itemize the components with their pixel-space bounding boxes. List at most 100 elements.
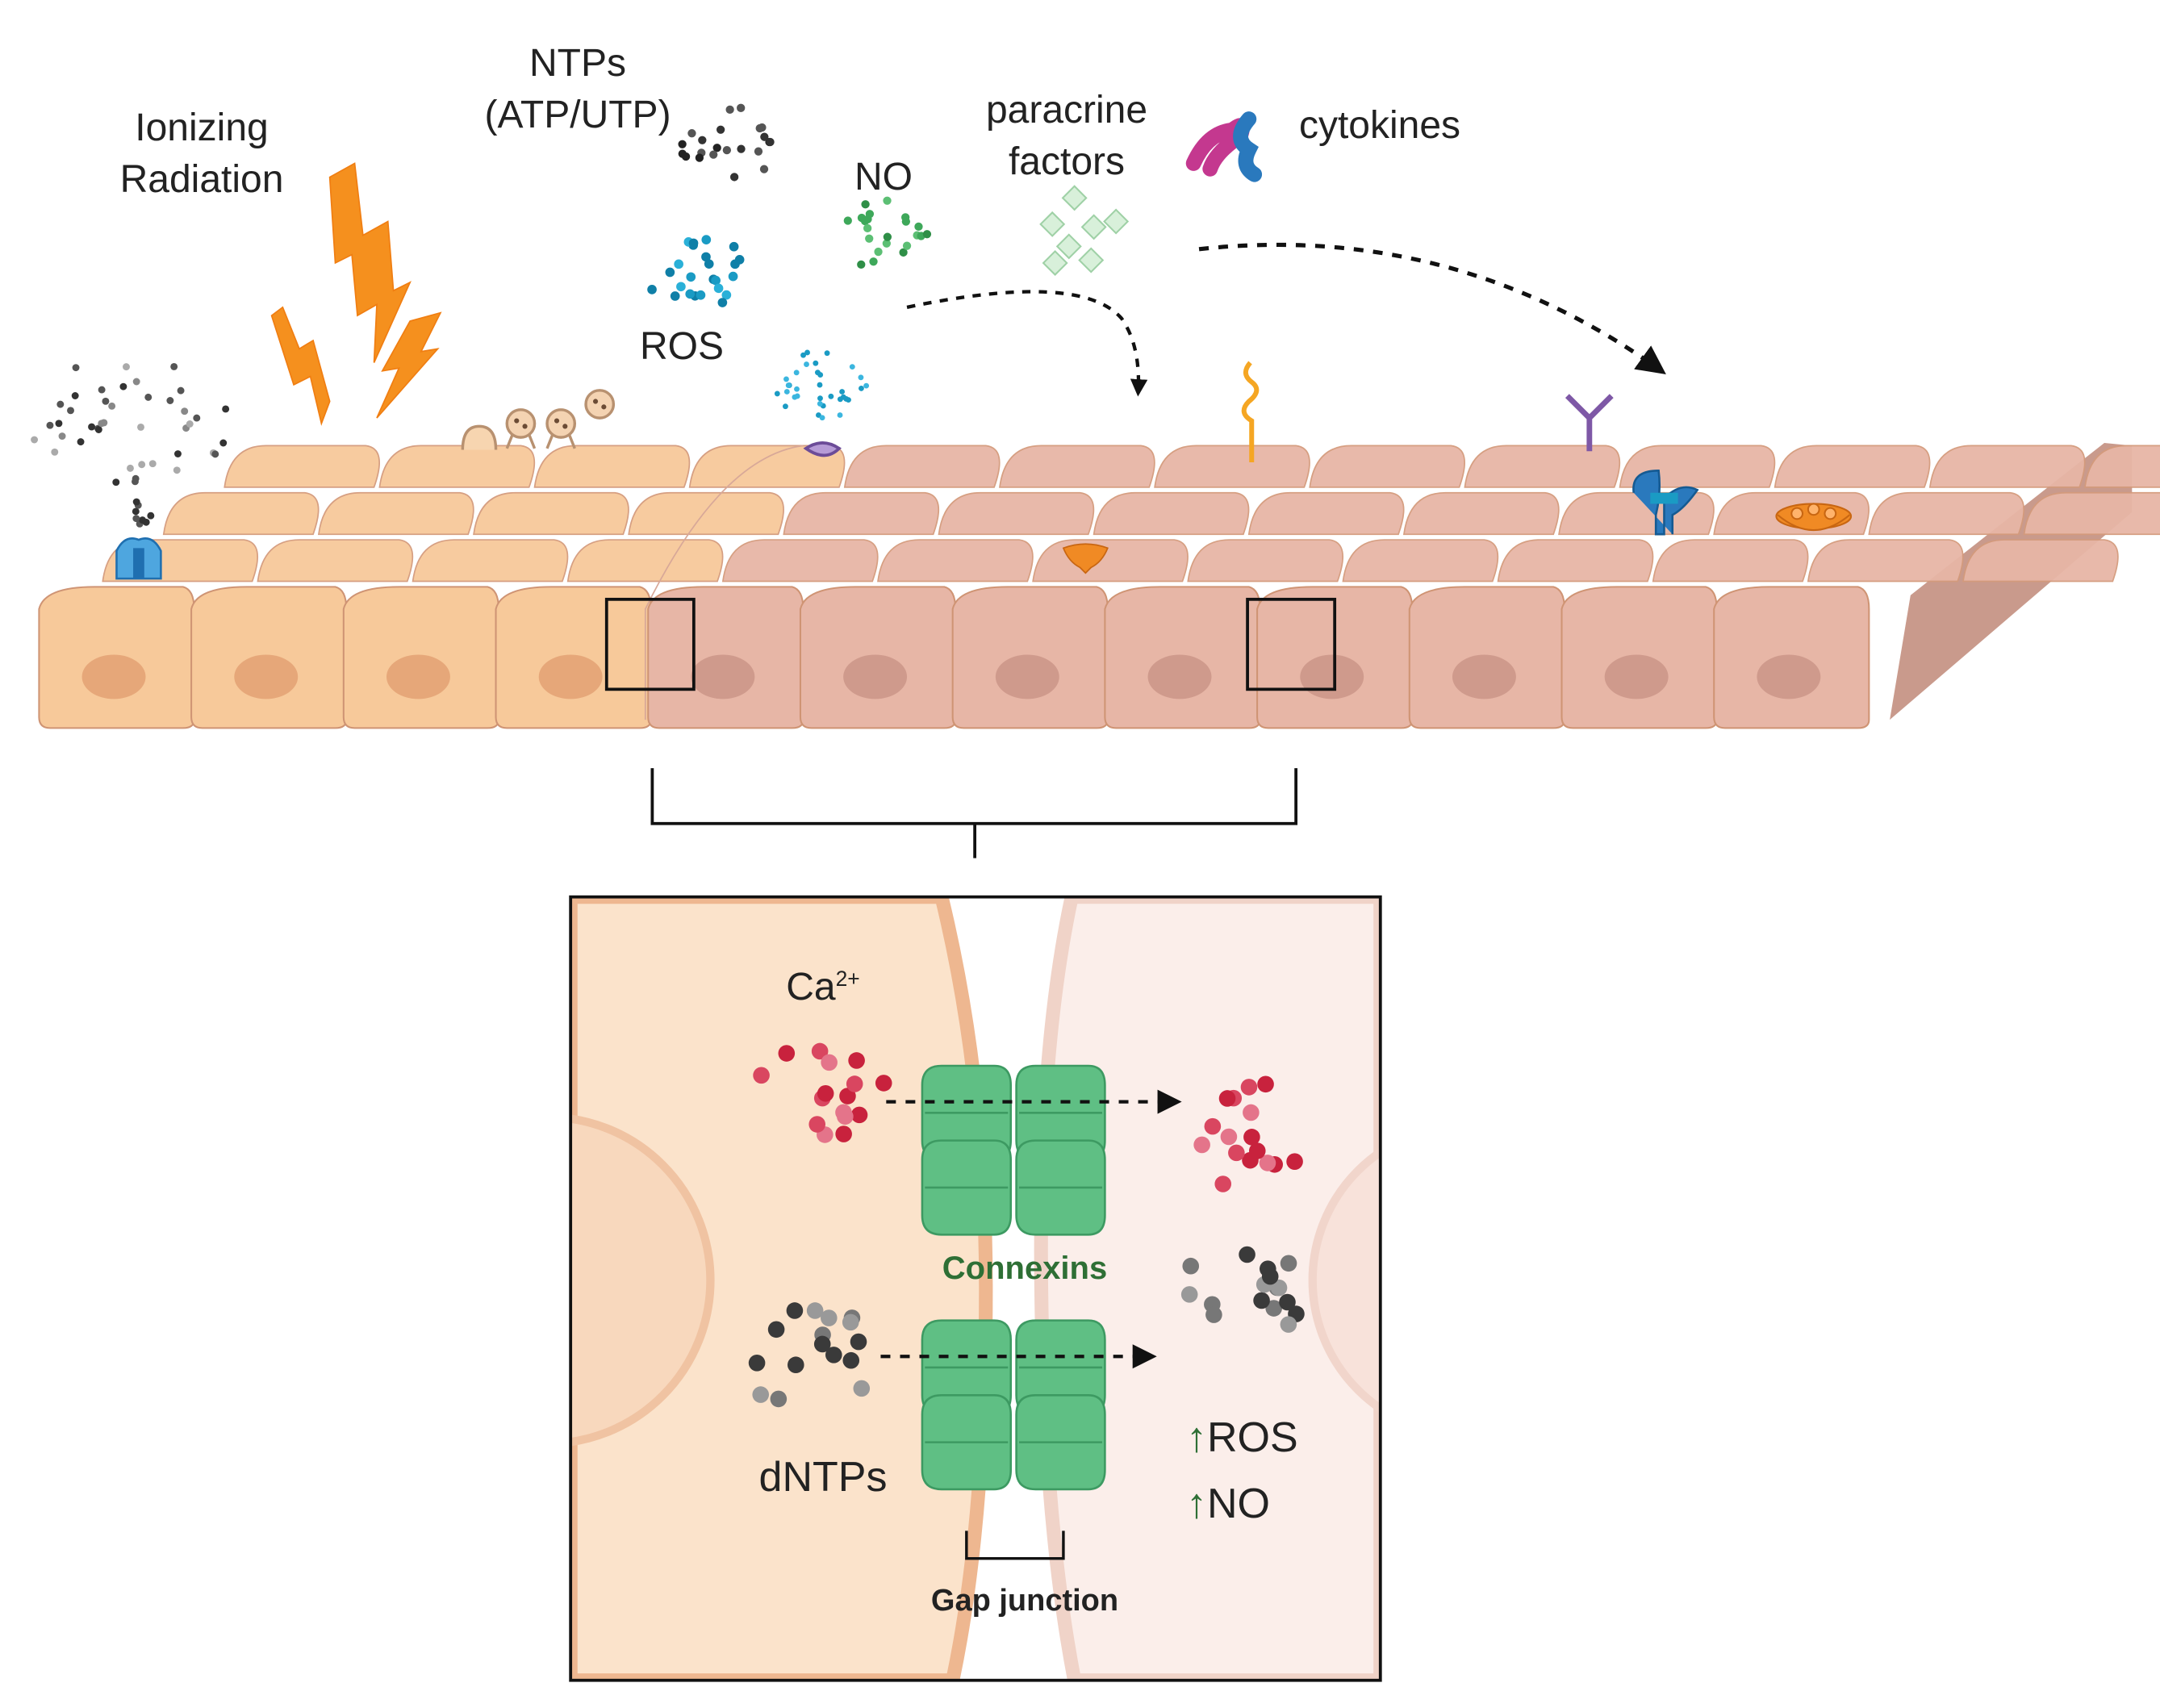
dntp-particle: [813, 1335, 831, 1353]
radiation-particle: [147, 512, 155, 520]
back-cell: [2023, 491, 2160, 536]
paracrine-factor: [1042, 249, 1068, 276]
ntp-particle: [737, 103, 746, 112]
exosome-vesicles: [461, 389, 616, 450]
paracrine-line-2: factors: [1008, 140, 1126, 183]
back-cell: [1652, 539, 1809, 583]
ros-particle: [701, 252, 711, 262]
radiation-particle: [58, 432, 66, 441]
radiation-particle: [186, 420, 194, 428]
radiation-particle: [132, 515, 140, 523]
radiation-particle: [131, 478, 139, 486]
connexin-channels: [921, 1064, 1106, 1491]
dntp-particle: [1180, 1286, 1198, 1303]
ros-spray-particle: [783, 389, 790, 395]
back-cell: [533, 445, 691, 488]
ros-particle: [647, 285, 657, 294]
radiation-particle: [51, 448, 59, 456]
no-top-label: NO: [854, 156, 913, 198]
ntp-particle: [695, 153, 704, 162]
ntp-particle: [712, 144, 721, 152]
back-cell: [843, 445, 1001, 488]
cytokine-blue: [1233, 111, 1263, 182]
radiation-particle: [77, 438, 85, 446]
ros-spray-particle: [817, 395, 823, 402]
ros-particle: [676, 282, 686, 292]
paracrine-factors-label: paracrine factors: [962, 85, 1172, 188]
radiation-particles: [31, 362, 230, 528]
back-cell: [2084, 445, 2160, 488]
ros-up-arrow-icon: ↑: [1186, 1414, 1207, 1461]
vesicle-stalk: [505, 434, 537, 449]
ros-particle: [713, 283, 724, 294]
cell-nucleus: [843, 654, 908, 699]
radiation-particle: [56, 400, 65, 408]
ros-particle: [665, 267, 675, 278]
radiation-particle: [67, 407, 74, 415]
back-cell: [783, 491, 939, 536]
vesicle-cargo: [592, 399, 599, 404]
calcium-ions-right: [1193, 1075, 1303, 1192]
ros-spray-particle: [863, 382, 870, 389]
back-cell: [566, 539, 724, 583]
cytokine-signal-arrow: [1198, 242, 1666, 374]
connexins-label: Connexins: [942, 1251, 1108, 1286]
paracrine-line-1: paracrine: [985, 89, 1148, 132]
ros-spray-particle: [859, 385, 864, 391]
vesicle-cargo: [554, 418, 560, 424]
calcium-ion: [811, 1042, 829, 1060]
calcium-ion: [837, 1108, 854, 1125]
back-cell: [1309, 445, 1465, 488]
gap-junction-bracket: [965, 1531, 1065, 1560]
radiation-particle: [108, 402, 116, 410]
ntp-particle: [709, 150, 718, 159]
back-cell: [1807, 539, 1964, 583]
radiation-particle: [102, 397, 110, 405]
ros-spray-particle: [849, 364, 855, 370]
ntp-particle: [725, 105, 734, 115]
orange-membrane-receptor: [1241, 361, 1260, 462]
radiation-particle: [166, 397, 174, 404]
no-particle: [902, 241, 912, 250]
ntp-particle: [754, 147, 763, 156]
no-particle: [865, 234, 874, 243]
radiation-particle: [71, 392, 79, 399]
back-cell: [1342, 539, 1499, 583]
back-cell: [412, 539, 569, 583]
blue-ion-channel: [115, 537, 162, 580]
gap-junction-label: Gap junction: [930, 1584, 1119, 1618]
radiation-particle: [132, 378, 140, 386]
calcium-ion: [1257, 1075, 1274, 1093]
back-cell: [1497, 539, 1654, 583]
dntp-particle: [770, 1390, 788, 1408]
calcium-ion: [808, 1116, 826, 1133]
radiation-particle: [193, 414, 201, 422]
radiation-particle: [219, 439, 228, 447]
calcium-ion: [1259, 1155, 1276, 1171]
dntp-particle: [1239, 1246, 1255, 1263]
paracrine-factor: [1103, 208, 1130, 235]
calcium-ion: [1228, 1144, 1245, 1162]
no-particle: [883, 196, 892, 205]
back-cell: [224, 445, 380, 488]
no-particle: [857, 260, 866, 269]
calcium-ion: [1286, 1153, 1303, 1170]
back-cell: [877, 539, 1034, 583]
calcium-ion: [846, 1075, 863, 1092]
bystander-boundary: [644, 445, 804, 720]
back-cell: [1247, 491, 1405, 536]
radiation-particle: [137, 423, 144, 431]
vesicle-cargo: [562, 424, 568, 429]
radiation-particle: [94, 426, 102, 433]
ros-spray-particle: [837, 396, 843, 403]
calcium-ion: [850, 1106, 868, 1124]
ros-spray-particle: [819, 415, 825, 421]
ros-particle: [721, 290, 732, 300]
back-cell: [257, 539, 414, 583]
ros-spray-particle: [813, 360, 819, 366]
radiation-particle: [142, 518, 150, 526]
ntps-label: NTPs (ATP/UTP): [465, 38, 691, 141]
junction-highlight-left: [604, 597, 696, 691]
vesicle-stalk: [545, 434, 576, 449]
purple-vesicle: [803, 441, 842, 457]
